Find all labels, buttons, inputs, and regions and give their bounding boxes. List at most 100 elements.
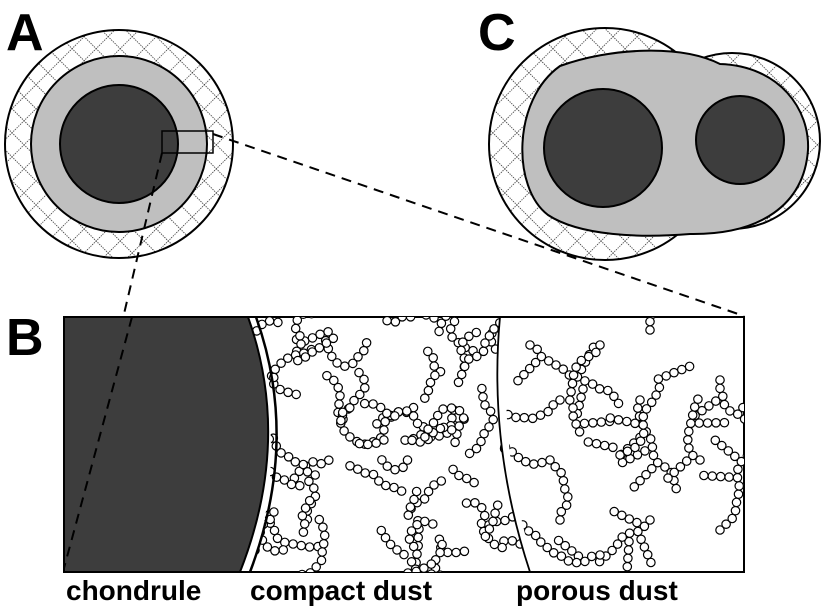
- compact-dust-grain: [488, 414, 498, 425]
- porous-dust-grain: [623, 545, 634, 555]
- compact-dust-grain: [344, 402, 355, 413]
- compact-dust-grain: [476, 502, 487, 513]
- porous-dust-grain: [550, 461, 560, 472]
- porous-dust-grain: [556, 467, 566, 478]
- compact-dust-grain: [382, 461, 393, 471]
- compact-dust-grain: [264, 317, 275, 326]
- compact-dust-grain: [454, 405, 465, 416]
- compact-dust-grain: [353, 351, 363, 362]
- compact-dust-grain: [278, 545, 289, 555]
- compact-dust-grain: [298, 527, 309, 537]
- porous-dust-grain: [653, 374, 664, 384]
- porous-dust-grain: [755, 422, 763, 430]
- porous-dust-grain: [609, 506, 619, 517]
- porous-dust-grain: [608, 442, 618, 453]
- compact-dust-grain: [451, 317, 462, 319]
- compact-dust-grain: [291, 389, 301, 400]
- compact-dust-grain: [420, 432, 430, 442]
- compact-dust-grain: [269, 525, 280, 536]
- compact-dust-grain: [422, 346, 433, 357]
- porous-dust-grain: [571, 362, 581, 372]
- porous-dust-grain: [571, 557, 582, 568]
- porous-dust-grain: [536, 351, 547, 362]
- porous-dust-grain: [511, 412, 521, 423]
- porous-dust-grain: [630, 418, 640, 429]
- porous-dust-grain: [574, 426, 585, 437]
- panel-c-label: C: [478, 4, 516, 62]
- compact-dust-grain: [406, 526, 417, 536]
- porous-dust-grain: [729, 451, 740, 462]
- compact-dust-grain: [392, 545, 402, 555]
- porous-dust-grain: [639, 542, 650, 552]
- porous-dust-grain: [559, 484, 570, 494]
- compact-dust-grain: [408, 541, 419, 552]
- compact-dust-grain: [382, 317, 392, 326]
- compact-dust-grain: [283, 451, 294, 462]
- porous-dust-grain: [736, 456, 744, 467]
- panel-c-chondrule-right: [695, 95, 785, 185]
- compact-dust-grain: [461, 473, 472, 484]
- porous-dust-grain: [689, 402, 700, 412]
- compact-dust-grain: [390, 464, 400, 475]
- porous-dust-grain: [694, 418, 704, 428]
- porous-dust-grain: [635, 395, 645, 405]
- porous-dust-grain: [724, 472, 734, 482]
- porous-dust-grain: [623, 553, 633, 564]
- compact-dust-grain: [407, 435, 417, 446]
- compact-dust-grain: [381, 408, 392, 419]
- porous-dust-grain: [641, 404, 652, 414]
- porous-dust-grain: [633, 289, 641, 297]
- porous-dust-grain: [652, 457, 663, 468]
- compact-dust-grain: [308, 457, 318, 467]
- porous-dust-grain: [765, 442, 773, 450]
- compact-dust-grain: [470, 497, 480, 508]
- porous-dust-grain: [622, 446, 633, 457]
- porous-dust-grain: [599, 440, 610, 451]
- compact-dust-grain: [323, 326, 333, 337]
- compact-dust-grain: [449, 317, 460, 327]
- compact-dust-grain: [497, 542, 507, 553]
- compact-dust-grain: [432, 410, 443, 421]
- porous-dust-grain: [715, 375, 725, 385]
- compact-dust-grain: [360, 468, 370, 478]
- compact-dust-grain: [480, 338, 490, 348]
- compact-dust-grain: [453, 377, 464, 388]
- porous-dust-grain: [543, 406, 553, 417]
- porous-dust-grain: [639, 521, 650, 532]
- porous-dust-grain: [605, 413, 616, 423]
- compact-dust-grain: [232, 573, 240, 581]
- compact-dust-grain: [423, 486, 434, 497]
- compact-dust-grain: [347, 358, 358, 369]
- porous-dust-grain: [630, 442, 640, 453]
- porous-dust-grain: [563, 556, 574, 566]
- porous-dust-grain: [710, 435, 721, 446]
- compact-dust-grain: [273, 317, 283, 328]
- compact-dust-grain: [390, 317, 401, 327]
- panel-a-chondrule: [59, 84, 179, 204]
- compact-dust-grain: [437, 539, 447, 550]
- compact-dust-grain: [419, 494, 430, 504]
- compact-dust-grain: [485, 406, 496, 417]
- porous-dust-grain: [757, 442, 765, 450]
- porous-dust-grain: [711, 417, 721, 428]
- porous-dust-grain: [576, 355, 587, 366]
- porous-dust-grain: [595, 340, 605, 350]
- compact-dust-grain: [405, 317, 416, 322]
- compact-dust-grain: [379, 425, 389, 435]
- compact-dust-grain: [337, 407, 348, 418]
- porous-dust-grain: [532, 344, 542, 355]
- compact-dust-grain: [298, 317, 308, 319]
- compact-dust-grain: [334, 399, 344, 409]
- porous-dust-grain: [654, 294, 662, 302]
- porous-dust-grain: [586, 551, 597, 562]
- porous-dust-grain: [519, 369, 529, 380]
- porous-dust-grain: [747, 420, 755, 428]
- porous-dust-grain: [653, 303, 661, 311]
- porous-dust-grain: [733, 464, 743, 475]
- porous-dust-grain: [676, 364, 687, 375]
- porous-dust-grain: [642, 288, 650, 296]
- compact-dust-grain: [484, 331, 495, 341]
- porous-dust-grain: [616, 510, 627, 521]
- label-porous-dust: porous dust: [516, 575, 678, 606]
- compact-dust-grain: [328, 333, 339, 344]
